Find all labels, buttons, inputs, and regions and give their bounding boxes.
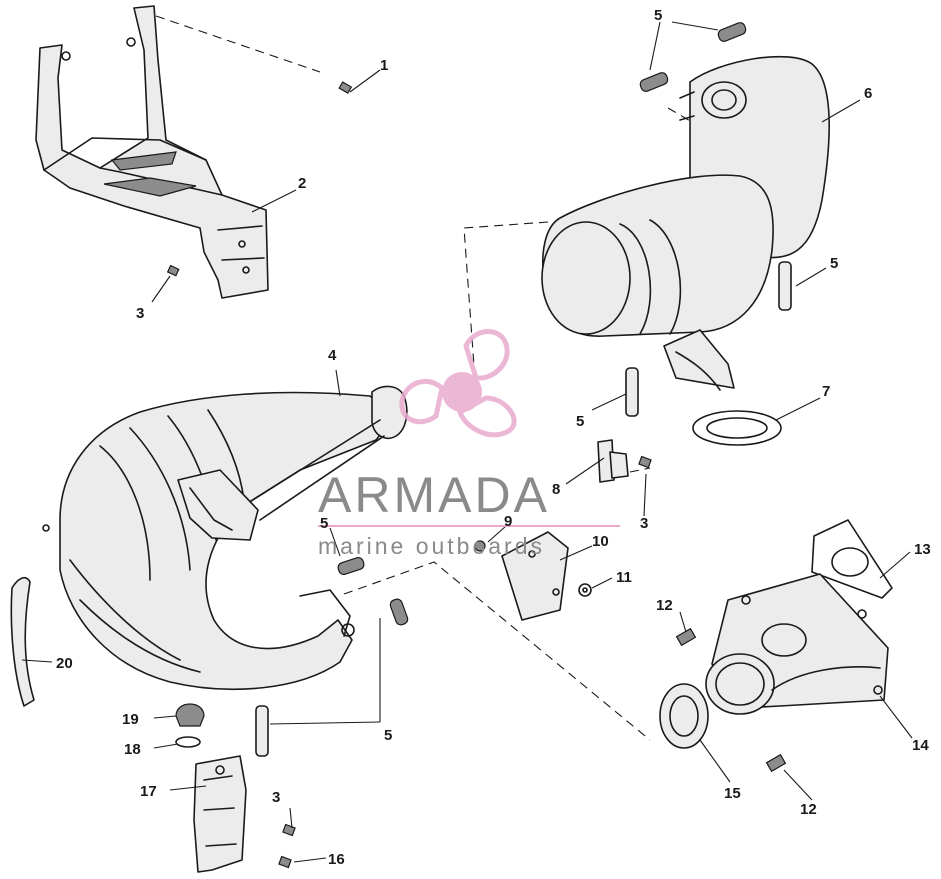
callout-16: 16 <box>328 851 345 868</box>
part-20-strap <box>10 576 35 707</box>
part-3-screw-lower <box>282 823 296 837</box>
propeller-logo-icon <box>399 329 517 438</box>
callout-10: 10 <box>592 533 609 550</box>
callout-5-lower: 5 <box>384 727 392 744</box>
callout-5-top: 5 <box>654 7 662 24</box>
callout-1: 1 <box>380 57 388 74</box>
part-12-bolts <box>675 627 787 773</box>
callout-6: 6 <box>864 85 872 102</box>
watermark-brand-text: ARMADA <box>318 467 550 523</box>
part-11-washer <box>578 583 592 597</box>
callout-3-lower: 3 <box>272 789 280 806</box>
part-16-screw <box>278 855 292 869</box>
callout-8: 8 <box>552 481 560 498</box>
callout-18: 18 <box>124 741 141 758</box>
part-18-washer <box>175 736 201 748</box>
part-10-heat-shield <box>501 531 569 621</box>
callout-11: 11 <box>616 569 632 586</box>
callout-12-lower: 12 <box>800 801 817 818</box>
callout-17: 17 <box>140 783 157 800</box>
part-7-gasket <box>692 410 782 446</box>
watermark-tagline-text: marine outboards <box>318 533 545 559</box>
part-9-nut <box>474 540 486 552</box>
callout-5-center: 5 <box>576 413 584 430</box>
part-2-mounting-bracket <box>35 5 269 299</box>
watermark-logo <box>399 329 517 438</box>
callout-2: 2 <box>298 175 306 192</box>
part-3-screw-clip <box>638 455 652 469</box>
callout-5-right: 5 <box>830 255 838 272</box>
callout-5-pipe: 5 <box>320 515 328 532</box>
callout-3-bracket: 3 <box>136 305 144 322</box>
part-17-support-bracket <box>193 755 247 873</box>
callout-4: 4 <box>328 347 337 364</box>
part-6-muffler <box>541 55 830 391</box>
part-1-screw <box>338 81 353 94</box>
part-8-clip <box>597 439 629 483</box>
part-19-grommet <box>175 703 205 727</box>
part-13-flange-gasket <box>811 519 893 599</box>
callout-13: 13 <box>914 541 931 558</box>
callout-9: 9 <box>504 513 512 530</box>
callout-20: 20 <box>56 655 73 672</box>
callout-3-clip: 3 <box>640 515 648 532</box>
callout-12-upper: 12 <box>656 597 673 614</box>
part-4-exhaust-pipe <box>42 385 408 691</box>
callout-15: 15 <box>724 785 741 802</box>
part-15-coupler <box>659 683 709 749</box>
leader-lines <box>21 21 913 863</box>
part-3-screw-bracket <box>166 264 180 277</box>
part-14-manifold <box>705 573 889 715</box>
alignment-lines <box>155 15 693 741</box>
callout-14: 14 <box>912 737 929 754</box>
part-5-springs <box>255 22 792 757</box>
callout-labels: 1 2 3 3 3 4 5 5 5 5 5 5 6 7 8 9 10 11 12… <box>56 7 931 868</box>
callout-7: 7 <box>822 383 830 400</box>
callout-19: 19 <box>122 711 139 728</box>
